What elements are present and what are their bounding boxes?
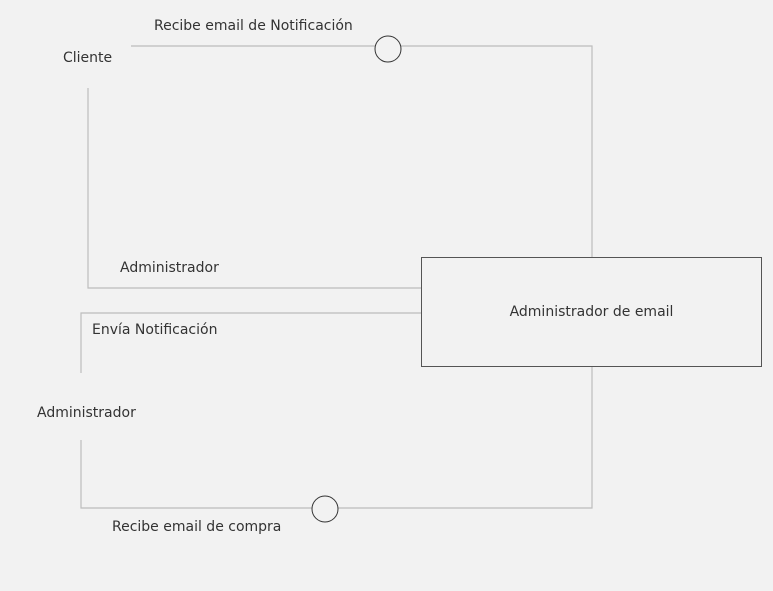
node-administrador-de-email: Administrador de email xyxy=(421,257,762,367)
connector-envia-notificacion xyxy=(80,312,421,373)
connector-recibe-compra xyxy=(80,367,593,509)
node-administrador-de-email-label: Administrador de email xyxy=(509,304,674,320)
label-recibe-compra: Recibe email de compra xyxy=(112,519,282,535)
node-cliente: Cliente xyxy=(63,50,113,66)
label-recibe-notificacion: Recibe email de Notificación xyxy=(154,18,353,34)
connector-cliente-notificacion xyxy=(131,45,593,257)
interface-circle-bottom xyxy=(311,495,339,523)
interface-circle-top xyxy=(374,35,402,63)
label-administrador-link: Administrador xyxy=(120,260,219,276)
connector-cliente-administrador xyxy=(87,88,421,289)
label-envia-notificacion: Envía Notificación xyxy=(92,322,218,338)
node-administrador: Administrador xyxy=(37,405,136,421)
